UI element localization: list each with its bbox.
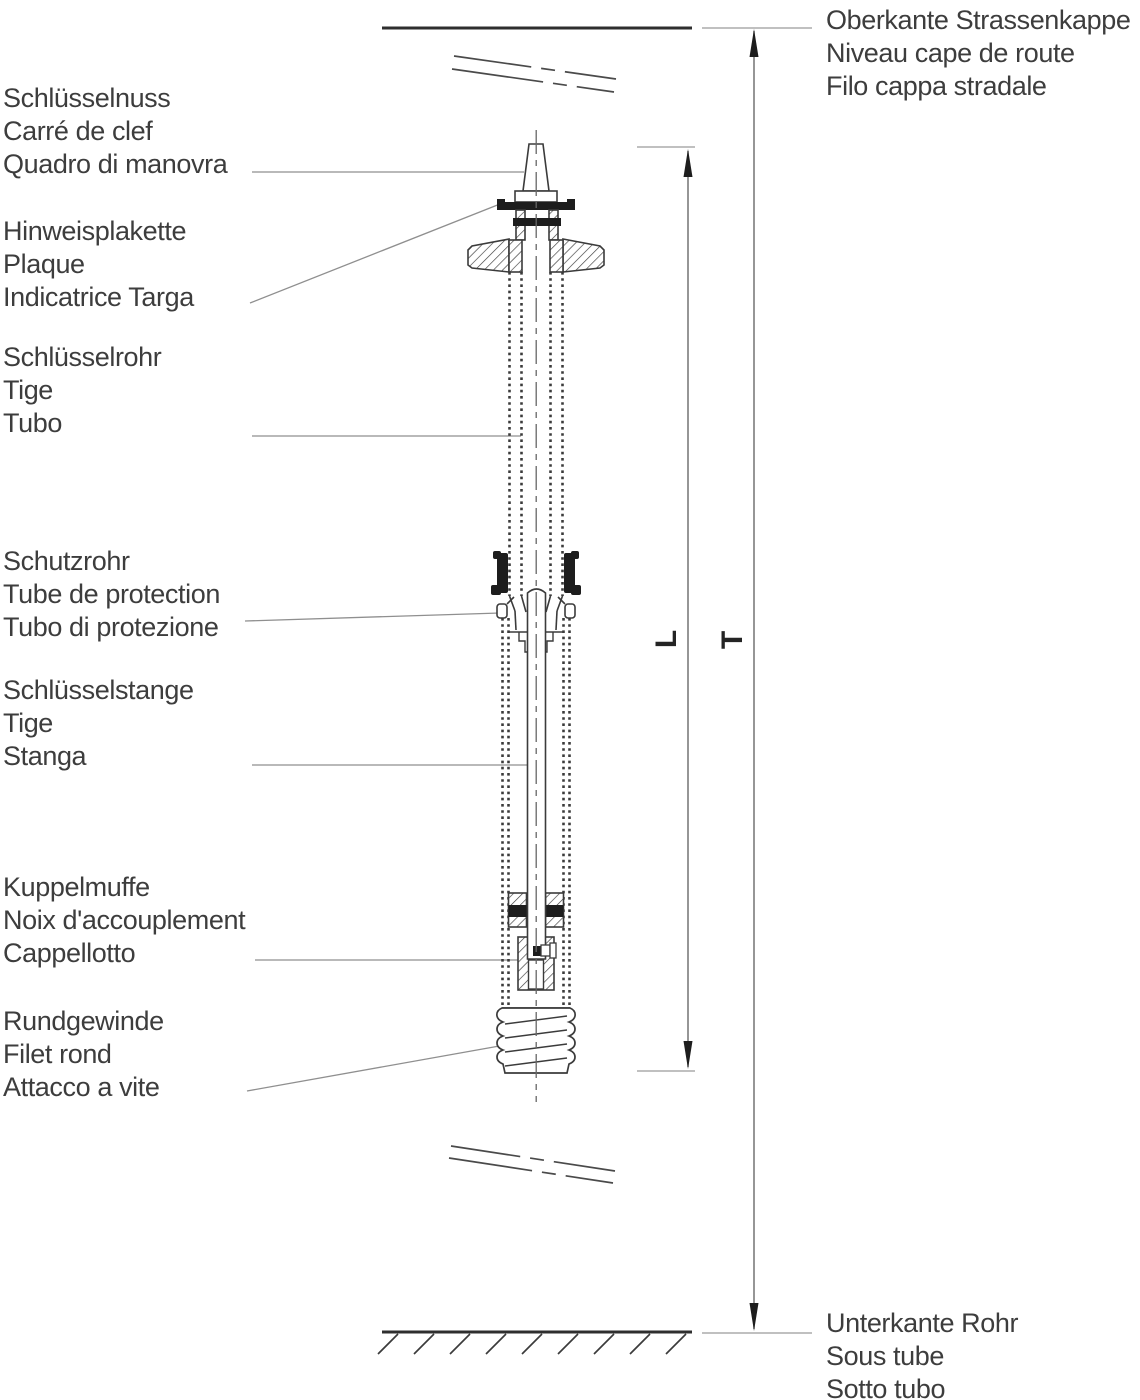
label-line-it: Filo cappa stradale (826, 71, 1047, 101)
label-street-cap-level: Oberkante Strassenkappe Niveau cape de r… (826, 4, 1131, 103)
guide-ring (507, 892, 565, 928)
label-line-de: Schlüsselnuss (3, 83, 171, 113)
leader-round-thread (246, 1044, 506, 1092)
leader-protection-tube (244, 612, 501, 622)
label-key-rod: Schlüsselstange Tige Stanga (3, 674, 194, 773)
label-protection-tube: Schutzrohr Tube de protection Tubo di pr… (3, 545, 220, 644)
clamp-springs (491, 551, 581, 595)
key-tube (508, 272, 564, 596)
dimension-t: T (716, 29, 759, 1331)
arrow-up-icon (749, 29, 759, 57)
label-line-it: Tubo (3, 408, 62, 438)
dimension-t-label: T (716, 631, 749, 649)
label-line-de: Unterkante Rohr (826, 1308, 1019, 1338)
label-line-de: Schlüsselstange (3, 675, 194, 705)
leader-lines (244, 171, 529, 1092)
arrow-down-icon (749, 1303, 759, 1331)
label-line-de: Rundgewinde (3, 1006, 164, 1036)
label-line-fr: Niveau cape de route (826, 38, 1075, 68)
label-line-fr: Tube de protection (3, 579, 220, 609)
label-indicator-plate: Hinweisplakette Plaque Indicatrice Targa (3, 215, 194, 314)
label-line-fr: Sous tube (826, 1341, 944, 1371)
label-key-tube: Schlüsselrohr Tige Tubo (3, 341, 162, 440)
dimension-l-label: L (650, 630, 683, 648)
label-line-it: Attacco a vite (3, 1072, 160, 1102)
ground-hatch-ticks (377, 1333, 687, 1355)
arrow-up-icon (683, 149, 693, 177)
label-line-it: Stanga (3, 741, 87, 771)
label-line-fr: Tige (3, 375, 53, 405)
label-line-fr: Carré de clef (3, 116, 153, 146)
protection-tube (501, 618, 571, 1006)
label-line-it: Tubo di protezione (3, 612, 219, 642)
label-line-it: Indicatrice Targa (3, 282, 194, 312)
set-bolt (533, 942, 557, 959)
label-line-de: Oberkante Strassenkappe (826, 5, 1131, 35)
label-coupling-sleeve: Kuppelmuffe Noix d'accouplement Cappello… (3, 871, 246, 970)
pipe-break-top (451, 55, 617, 93)
label-round-thread: Rundgewinde Filet rond Attacco a vite (3, 1005, 164, 1104)
label-line-de: Schlüsselrohr (3, 342, 162, 372)
label-line-fr: Filet rond (3, 1039, 112, 1069)
spindle-neck (513, 209, 561, 241)
pipe-break-bottom (448, 1145, 616, 1184)
arrow-down-icon (683, 1041, 693, 1069)
label-line-fr: Plaque (3, 249, 85, 279)
ground-level-bottom (377, 1330, 812, 1355)
label-line-it: Quadro di manovra (3, 149, 228, 179)
dimension-l: L (637, 146, 695, 1072)
neck-band (513, 218, 561, 226)
label-pipe-bottom-level: Unterkante Rohr Sous tube Sotto tubo (826, 1307, 1019, 1400)
label-line-de: Kuppelmuffe (3, 872, 150, 902)
top-flange-wings (467, 238, 605, 273)
label-line-it: Cappellotto (3, 938, 136, 968)
label-line-de: Schutzrohr (3, 546, 130, 576)
label-line-fr: Tige (3, 708, 53, 738)
label-line-fr: Noix d'accouplement (3, 905, 246, 935)
label-line-it: Sotto tubo (826, 1374, 946, 1400)
leader-indicator-plate (249, 203, 501, 304)
label-line-de: Hinweisplakette (3, 216, 187, 246)
label-key-nut: Schlüsselnuss Carré de clef Quadro di ma… (3, 82, 228, 181)
